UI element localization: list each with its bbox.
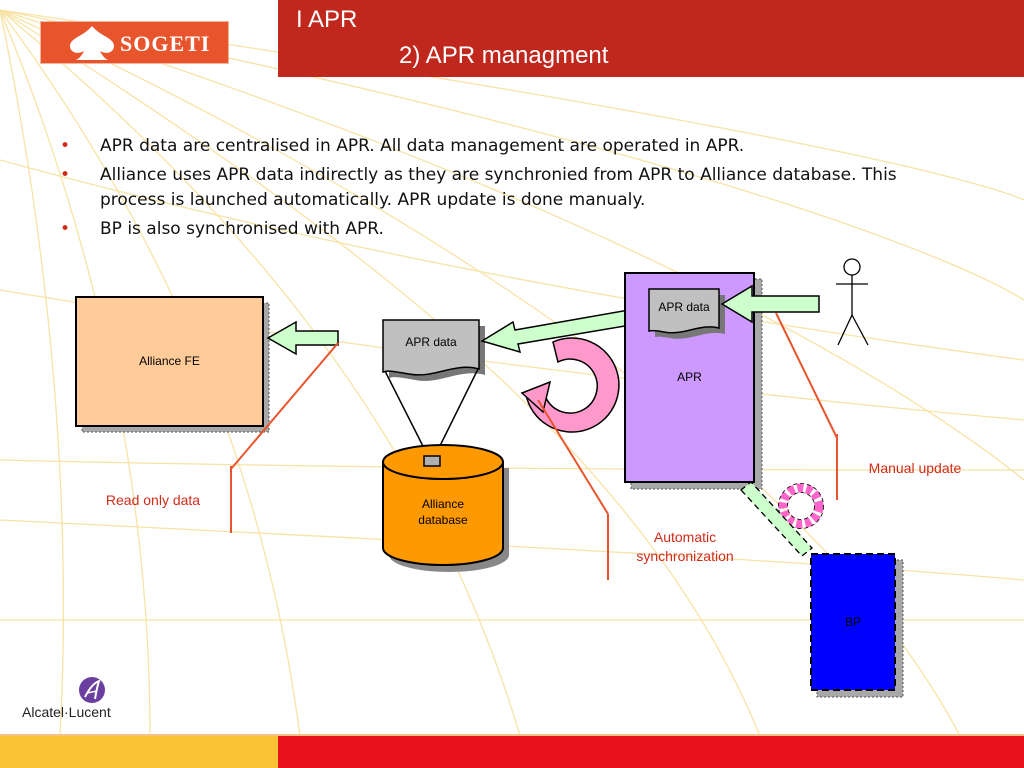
bp-label: BP [844, 615, 861, 629]
alliance-database-label-line1: Alliance [421, 497, 465, 511]
callout-manual-update [775, 312, 838, 439]
footer-red-band [278, 736, 1024, 768]
apr-data-inner-document [648, 288, 725, 339]
arrow-left-to-apr [720, 284, 820, 324]
callout-read-only [230, 342, 339, 470]
bullet-item: •Alliance uses APR data indirectly as th… [60, 165, 897, 210]
section-title: I APR [296, 6, 358, 33]
manual-update-note: Manual update [868, 460, 962, 476]
alliance-fe-label: Alliance FE [139, 354, 200, 368]
spade-icon [70, 26, 114, 60]
user-icon [836, 258, 869, 346]
auto-sync-note-line2: synchronization [636, 548, 734, 564]
company-name: Alcatel·Lucent [22, 704, 111, 720]
bp-node [810, 553, 904, 698]
footer-yellow-band [0, 736, 278, 768]
bullet-item: •APR data are centralised in APR. All da… [60, 136, 745, 156]
header-band [278, 0, 1024, 77]
apr-data-inner-label: APR data [658, 300, 710, 314]
sync-cycle-icon [520, 337, 620, 433]
alliance-fe-node [75, 296, 270, 433]
bp-sync-icon [778, 483, 824, 529]
alliance-database-label-line2: database [418, 513, 468, 527]
read-only-note: Read only data [105, 492, 201, 508]
apr-label: APR [677, 370, 702, 384]
apr-bp-link [740, 481, 813, 557]
apr-data-document [382, 319, 485, 381]
auto-sync-note-line1: Automatic [653, 529, 717, 545]
alliance-database-node [382, 444, 509, 572]
callout-auto-sync [537, 399, 609, 515]
bullet-list: •APR data are centralised in APR. All da… [60, 134, 940, 246]
bullet-item: •BP is also synchronised with APR. [60, 219, 384, 239]
footer-divider [0, 734, 1024, 736]
arrow-left-to-alliance-fe [266, 320, 339, 356]
sogeti-logo-text: SOGETI [120, 31, 211, 56]
apr-data-doc-label: APR data [405, 335, 457, 349]
callout-lines [230, 312, 838, 580]
page-title: 2) APR managment [399, 42, 609, 69]
alcatel-lucent-logo-icon [79, 677, 105, 703]
